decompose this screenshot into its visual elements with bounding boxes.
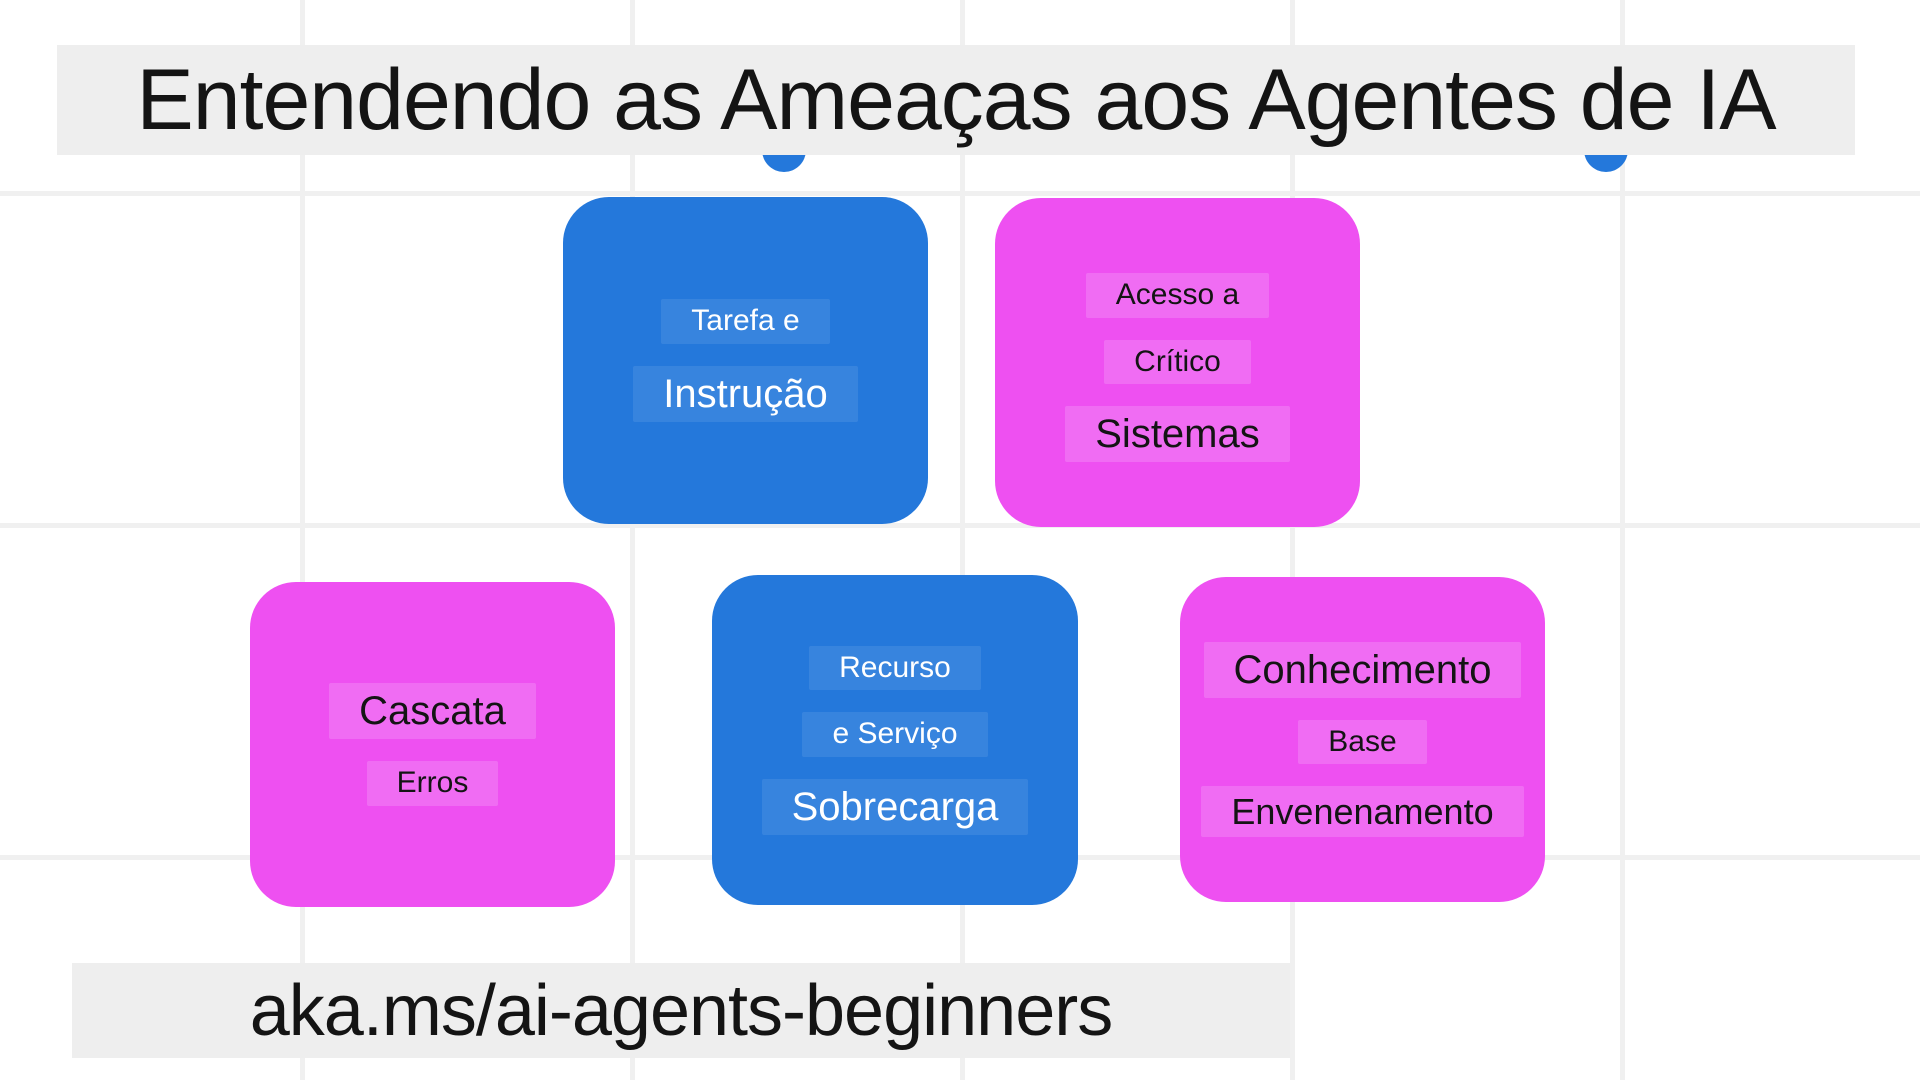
card-line: Cascata xyxy=(329,683,536,740)
grid-line-horizontal xyxy=(0,523,1920,528)
grid-line-vertical xyxy=(630,0,635,1080)
footer-link-text: aka.ms/ai-agents-beginners xyxy=(249,970,1113,1051)
card-line: e Serviço xyxy=(802,712,988,757)
page-title: Entendendo as Ameaças aos Agentes de IA xyxy=(136,52,1776,148)
title-banner[interactable]: Entendendo as Ameaças aos Agentes de IA xyxy=(57,45,1855,155)
card-cascading-errors[interactable]: Cascata Erros xyxy=(250,582,615,907)
grid-line-vertical xyxy=(960,0,965,1080)
grid-line-vertical xyxy=(1620,0,1625,1080)
card-line: Sobrecarga xyxy=(761,778,1029,835)
card-line: Conhecimento xyxy=(1203,641,1522,698)
grid-line-vertical xyxy=(1290,0,1295,1080)
card-line: Sistemas xyxy=(1065,406,1290,462)
card-line: Base xyxy=(1298,719,1427,765)
card-line: Crítico xyxy=(1104,339,1251,384)
card-line: Recurso xyxy=(809,645,981,690)
footer-banner[interactable]: aka.ms/ai-agents-beginners xyxy=(72,963,1290,1058)
card-critical-systems-access[interactable]: Acesso a Crítico Sistemas xyxy=(995,198,1360,527)
card-line: Erros xyxy=(366,761,499,806)
card-line: Acesso a xyxy=(1085,273,1270,318)
grid-line-vertical xyxy=(300,0,305,1080)
card-line: Instrução xyxy=(633,365,858,422)
grid-line-horizontal xyxy=(0,191,1920,196)
card-task-and-instruction[interactable]: Tarefa e Instrução xyxy=(563,197,928,524)
card-line: Tarefa e xyxy=(661,299,830,344)
card-line: Envenenamento xyxy=(1201,786,1524,838)
card-resource-service-overload[interactable]: Recurso e Serviço Sobrecarga xyxy=(712,575,1078,905)
card-knowledge-base-poisoning[interactable]: Conhecimento Base Envenenamento xyxy=(1180,577,1545,902)
